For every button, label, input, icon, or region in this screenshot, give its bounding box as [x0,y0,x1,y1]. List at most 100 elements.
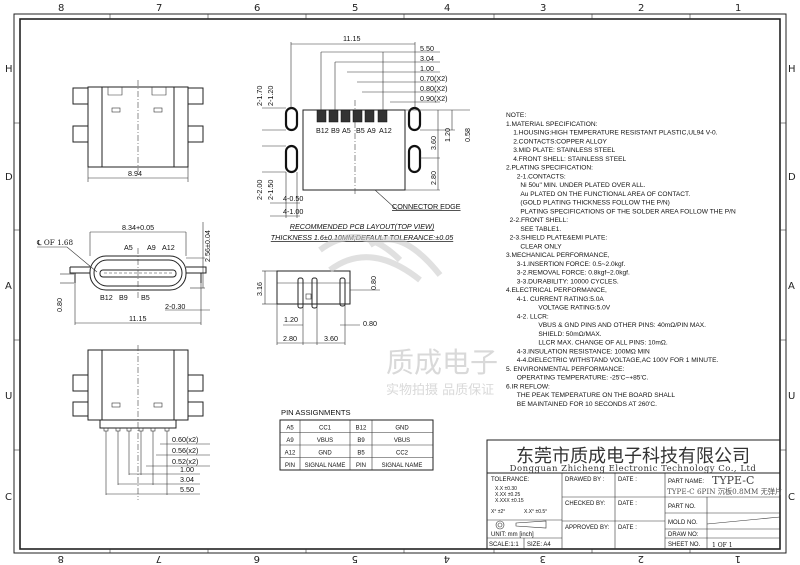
row-markers: H D A U C H D A U C [5,64,796,503]
dimension-label: 0.60(x2) [172,435,198,444]
note-line: 3-2.REMOVAL FORCE: 0.8kgf~2.0kgf. [517,270,630,277]
dimension-label: 2-2.00 [255,180,264,200]
watermark: 质成电子 实物拍摄 品质保证 [318,234,498,398]
dimension-label: 8.94 [128,169,142,178]
pad-label: A5 [342,126,351,135]
column-marker: 1 [735,3,741,14]
dimension-label: ℄ OF 1.68 [36,238,73,247]
date-label: DATE : [618,525,637,531]
note-line: Ni 50u" MIN. UNDER PLATED OVER ALL. [520,182,645,189]
pin-cell: A5 [286,426,294,432]
dimension-label: 5.50 [180,485,194,494]
pcb-layout-view: B12 B9 A5 B5 A9 A12 11.15 5.50 3.04 1.00… [255,34,472,242]
note-line: Au PLATED ON THE FUNCTIONAL AREA OF CONT… [520,191,690,198]
pad-label: B9 [331,126,340,135]
dimension-label: 2.56±0.04 [203,230,212,262]
row-marker: D [5,172,13,183]
signal-cell: SIGNAL NAME [305,463,346,469]
sheet-no-label: SHEET NO. [668,542,701,548]
tolerance-value: X.XXX ±0.15 [495,498,524,504]
angle-tolerance: X.X° ±0.5° [524,509,547,515]
column-marker: 7 [156,3,162,14]
part-name: TYPE-C [712,474,754,487]
note-line: 4-3.INSULATION RESISTANCE: 100MΩ MIN [517,348,650,355]
sheet-no: 1 OF 1 [712,542,733,549]
dimension-label: 11.15 [129,314,146,323]
row-marker: U [788,391,795,402]
column-marker: 7 [156,553,162,564]
dimension-label: 0.80 [55,298,64,312]
note-line: 1.MATERIAL SPECIFICATION: [506,121,598,128]
date-label: DATE : [618,501,637,507]
dimension-label: 0.56(x2) [172,446,198,455]
pad-row [316,109,388,123]
dimension-label: 3.04 [420,54,434,63]
mold-no-label: MOLD NO. [668,520,698,526]
row-marker: H [5,64,13,75]
bottom-view: 0.60(x2) 0.56(x2) 0.52(x2) 1.00 3.04 5.5… [72,345,210,500]
draw-no-label: DRAW NO: [668,532,699,538]
front-view: 8.34+0.05 2.56±0.04 ℄ OF 1.68 A5 A9 A12 … [36,222,212,325]
column-markers-bottom: 8 7 6 5 4 3 2 1 [58,553,741,564]
note-line: 2-2.FRONT SHELL: [510,217,569,224]
signal-cell: VBUS [317,438,333,444]
company-name-cn: 东莞市质成电子科技有限公司 [516,446,750,467]
pin-cell: B12 [356,426,367,432]
pin-table-title: PIN ASSIGNMENTS [281,408,351,417]
dimension-label: 4-0.50 [283,194,303,203]
pin-label: B5 [141,293,150,302]
dimension-label: 2.80 [283,334,297,343]
signal-cell: GND [318,451,332,457]
note-line: 3.MID PLATE: STAINLESS STEEL [513,147,615,154]
pin-cell: PIN [285,463,295,469]
dimension-label: 3.04 [180,475,194,484]
column-marker: 2 [638,553,644,564]
connector-edge-label: CONNECTOR EDGE [392,202,461,211]
note-line: PLATING SPECIFICATIONS OF THE SOLDER ARE… [520,208,736,215]
signal-cell: CC1 [319,426,332,432]
column-marker: 6 [254,553,260,564]
column-marker: 2 [638,3,644,14]
pin-cell: A12 [285,451,296,457]
dimension-label: 0.90(X2) [420,94,448,103]
note-line: 4-4.DIELECTRIC WITHSTAND VOLTAGE,AC 100V… [517,357,719,364]
dimension-label: 1.00 [180,465,194,474]
size-label: SIZE: A4 [527,542,551,548]
note-line: 2-1.CONTACTS: [517,173,566,180]
dimension-label: 1.20 [443,128,452,142]
drawed-by-label: DRAWED BY : [565,477,605,483]
pin-cell: PIN [356,463,366,469]
dimension-label: 2.80 [429,171,438,185]
note-line: SHIELD: 50mΩ/MAX. [538,331,601,338]
pad-label: B5 [356,126,365,135]
note-line: 5. ENVIRONMENTAL PERFORMANCE: [506,366,625,373]
note-line: 1.HOUSING:HIGH TEMPERATURE RESISTANT PLA… [513,130,717,137]
pin-label: A12 [162,243,175,252]
scale-label: SCALE:1:1 [489,542,519,548]
dimension-label: 5.50 [420,44,434,53]
dimension-label: 8.34+0.05 [122,223,154,232]
part-name-label: PART NAME: [668,479,704,485]
date-label: DATE : [618,477,637,483]
row-marker: C [788,492,795,503]
note-line: 2-3.SHIELD PLATE&EMI PLATE: [510,235,608,242]
dimension-label: 3.16 [255,282,264,296]
dimension-label: 3.60 [429,136,438,150]
note-line: 4.FRONT SHELL: STAINLESS STEEL [513,156,626,163]
dimension-label: 1.00 [420,64,434,73]
pin-label: B12 [100,293,113,302]
pin-cell: A9 [286,438,294,444]
note-line: OPERATING TEMPERATURE: -25'C~+85'C. [517,375,649,382]
note-line: THE PEAK TEMPERATURE ON THE BOARD SHALL [517,392,676,399]
dimension-label: 0.80 [369,276,378,290]
column-marker: 5 [352,553,358,564]
checked-by-label: CHECKED BY: [565,501,606,507]
row-marker: D [788,172,796,183]
unit-label: UNIT: mm [inch] [491,532,534,538]
note-line: 6.IR REFLOW: [506,383,550,390]
note-line: VOLTAGE RATING:5.0V [538,305,610,312]
column-marker: 4 [444,3,450,14]
dimension-label: 0.80(X2) [420,84,448,93]
angle-tolerance: X° ±2° [491,509,505,515]
note-line: (GOLD PLATING THICKNESS FOLLOW THE P/N) [520,200,669,207]
